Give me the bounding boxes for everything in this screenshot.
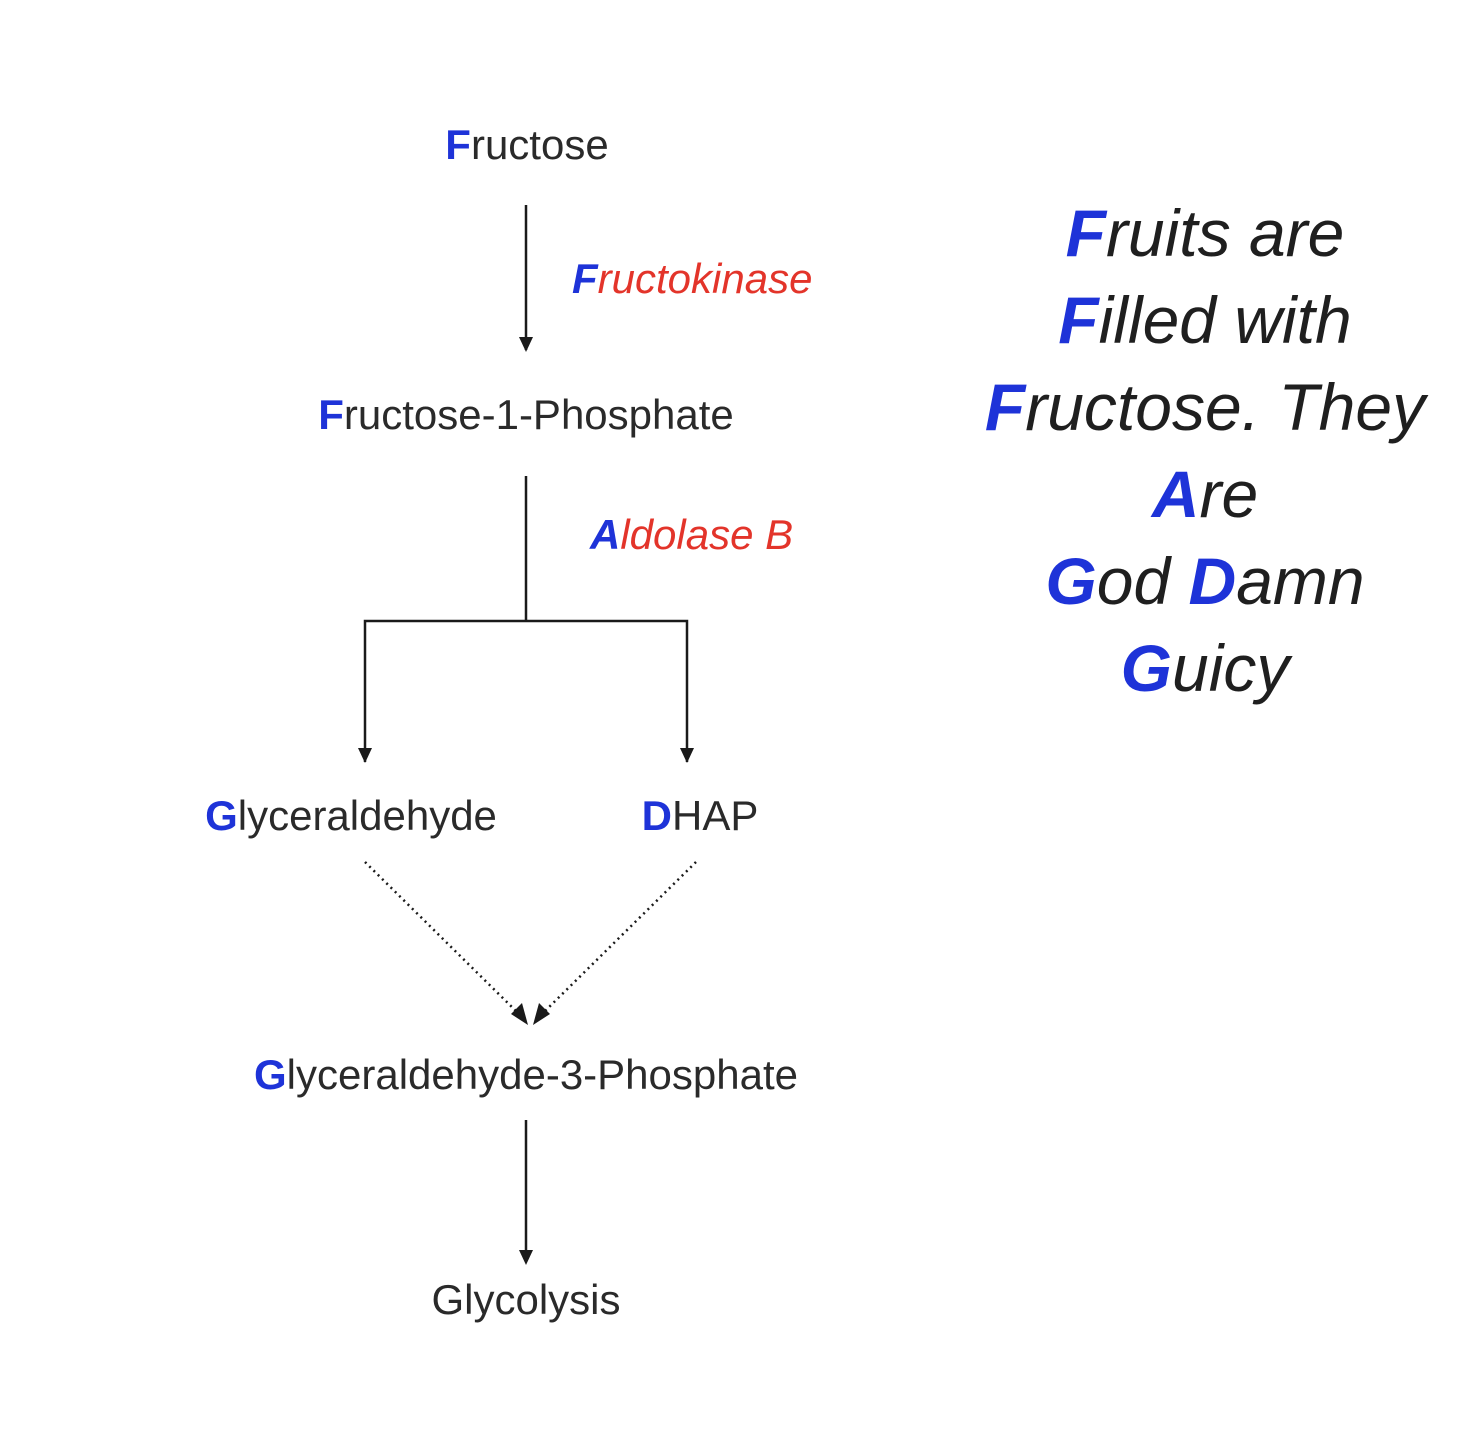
initial-letter: G [254, 1051, 287, 1098]
initial-letter: D [641, 792, 672, 839]
mnemonic-word: illed with [1098, 283, 1352, 357]
arrow-split-bracket [363, 619, 689, 762]
mnemonic-word: uicy [1171, 631, 1290, 705]
mnemonic-word: ructose. They [1025, 370, 1426, 444]
molecule-rest: ructose-1-Phosphate [343, 391, 734, 438]
initial-letter: G [1120, 631, 1172, 705]
initial-letter: G [1045, 544, 1097, 618]
initial-letter: F [984, 370, 1026, 444]
molecule-glycolysis: Glycolysis [431, 1279, 620, 1321]
enzyme-aldolase-b: Aldolase B [590, 514, 793, 556]
initial-letter: F [1065, 196, 1106, 270]
mnemonic-line: God Damn [960, 538, 1450, 625]
mnemonic-word: ruits are [1105, 196, 1345, 270]
mnemonic-text: Fruits are Filled with Fructose. They Ar… [960, 190, 1450, 712]
mnemonic-line: Fruits are [960, 190, 1450, 277]
molecule-rest: HAP [671, 792, 759, 839]
molecule-fructose: Fructose [445, 124, 608, 166]
molecule-rest: ructose [470, 121, 609, 168]
initial-letter: F [572, 255, 598, 302]
mnemonic-line: Are [960, 451, 1450, 538]
dotted-arrow-glyceraldehyde-to-g3p [364, 861, 521, 1016]
mnemonic-line: Filled with [960, 277, 1450, 364]
enzyme-fructokinase: Fructokinase [572, 258, 812, 300]
arrowhead-dhap [680, 748, 694, 763]
initial-letter: D [1188, 544, 1237, 618]
initial-letter: G [205, 792, 238, 839]
mnemonic-word: amn [1236, 544, 1365, 618]
initial-letter: A [590, 511, 621, 558]
initial-letter: F [445, 121, 471, 168]
mnemonic-line: Fructose. They [960, 364, 1450, 451]
arrowhead-glyceraldehyde [358, 748, 372, 763]
molecule-dhap: DHAP [642, 795, 759, 837]
initial-letter: F [1058, 283, 1099, 357]
mnemonic-word: re [1199, 457, 1259, 531]
molecule-rest: lyceraldehyde-3-Phosphate [286, 1051, 798, 1098]
molecule-rest: lyceraldehyde [237, 792, 497, 839]
molecule-fructose-1-phosphate: Fructose-1-Phosphate [318, 394, 734, 436]
molecule-text: Glycolysis [431, 1276, 621, 1323]
mnemonic-word: od [1096, 544, 1189, 618]
initial-letter: A [1151, 457, 1200, 531]
dotted-arrow-dhap-to-g3p [540, 861, 697, 1016]
molecule-glyceraldehyde-3-phosphate: Glyceraldehyde-3-Phosphate [254, 1054, 798, 1096]
mnemonic-line: Guicy [960, 625, 1450, 712]
initial-letter: F [318, 391, 344, 438]
enzyme-rest: ructokinase [597, 255, 813, 302]
molecule-glyceraldehyde: Glyceraldehyde [205, 795, 497, 837]
enzyme-rest: ldolase B [620, 511, 794, 558]
